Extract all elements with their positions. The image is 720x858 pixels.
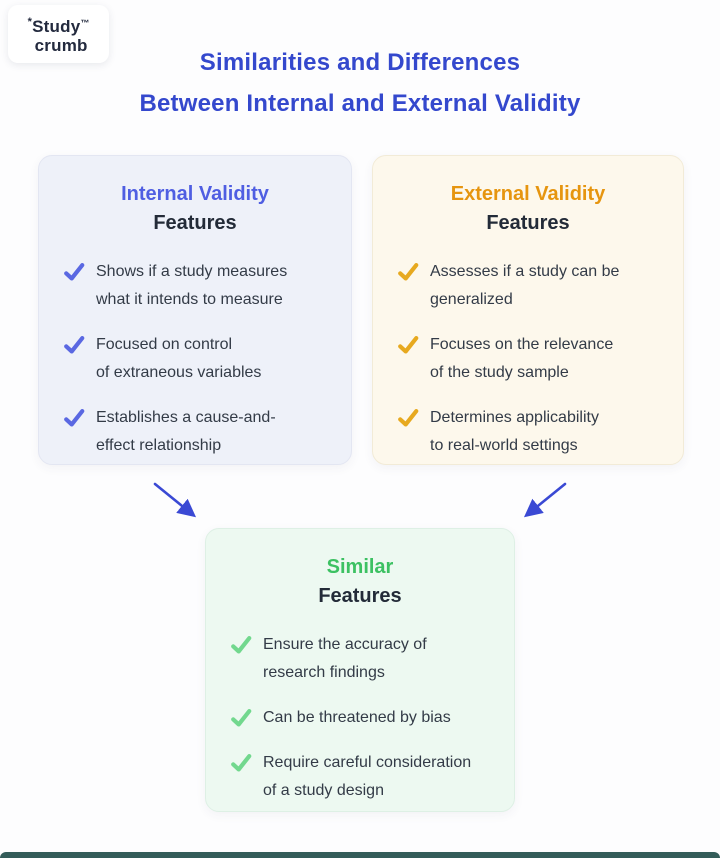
logo-word-study: Study — [32, 17, 81, 36]
item-line: effect relationship — [96, 437, 222, 454]
item-text: Ensure the accuracy of research findings — [263, 631, 427, 687]
item-line: of a study design — [263, 782, 384, 799]
item-line: what it intends to measure — [96, 291, 283, 308]
item-line: of extraneous variables — [96, 364, 262, 381]
item-line: generalized — [430, 291, 513, 308]
item-text: Shows if a study measures what it intend… — [96, 258, 287, 314]
item-line: Determines applicability — [430, 409, 599, 426]
item-line: Require careful consideration — [263, 754, 472, 771]
check-icon — [231, 754, 252, 772]
similar-features-card: Similar Features Ensure the accuracy of … — [205, 528, 515, 812]
similar-heading: Similar — [326, 556, 394, 578]
item-line: Focuses on the relevance — [430, 336, 614, 353]
check-icon — [231, 709, 252, 727]
item-text: Can be threatened by bias — [263, 704, 451, 732]
internal-validity-card: Internal Validity Features Shows if a st… — [38, 155, 352, 465]
list-item: Focuses on the relevance of the study sa… — [397, 331, 673, 387]
external-validity-heading: External Validity — [450, 183, 606, 205]
item-line: research findings — [263, 664, 385, 681]
page-title-line-2: Between Internal and External Validity — [139, 90, 581, 117]
item-line: Shows if a study measures — [96, 263, 288, 280]
check-icon — [64, 263, 85, 281]
item-line: Can be threatened by bias — [263, 709, 451, 726]
item-line: Assesses if a study can be — [430, 263, 620, 280]
item-text: Focused on control of extraneous variabl… — [96, 331, 261, 387]
list-item: Require careful consideration of a study… — [230, 749, 504, 805]
external-validity-subheading: Features — [486, 212, 570, 234]
list-item: Determines applicability to real-world s… — [397, 404, 673, 460]
logo-word-crumb: crumb — [34, 36, 88, 55]
list-item: Ensure the accuracy of research findings — [230, 631, 504, 687]
internal-validity-items: Shows if a study measures what it intend… — [39, 258, 351, 460]
item-text: Establishes a cause-and- effect relation… — [96, 404, 276, 460]
check-icon — [231, 636, 252, 654]
arrow-down-right-icon — [153, 482, 197, 518]
check-icon — [398, 409, 419, 427]
external-validity-card: External Validity Features Assesses if a… — [372, 155, 684, 465]
list-item: Shows if a study measures what it intend… — [63, 258, 341, 314]
item-line: Establishes a cause-and- — [96, 409, 276, 426]
check-icon — [398, 263, 419, 281]
item-text: Determines applicability to real-world s… — [430, 404, 599, 460]
list-item: Can be threatened by bias — [230, 704, 504, 732]
check-icon — [398, 336, 419, 354]
logo-line-1: *Study™ — [28, 13, 90, 36]
list-item: Establishes a cause-and- effect relation… — [63, 404, 341, 460]
item-text: Focuses on the relevance of the study sa… — [430, 331, 613, 387]
item-line: Focused on control — [96, 336, 233, 353]
check-icon — [64, 409, 85, 427]
check-icon — [64, 336, 85, 354]
list-item: Focused on control of extraneous variabl… — [63, 331, 341, 387]
item-line: of the study sample — [430, 364, 569, 381]
page-title: Similarities and Differences Between Int… — [0, 42, 720, 124]
list-item: Assesses if a study can be generalized — [397, 258, 673, 314]
similar-items: Ensure the accuracy of research findings… — [206, 631, 514, 805]
footer-bar — [0, 852, 720, 858]
external-validity-items: Assesses if a study can be generalized F… — [373, 258, 683, 460]
arrow-down-left-icon — [523, 482, 567, 518]
studycrumb-logo: *Study™ crumb — [8, 5, 109, 63]
internal-validity-heading: Internal Validity — [121, 183, 269, 205]
similar-subheading: Features — [318, 585, 402, 607]
internal-validity-subheading: Features — [153, 212, 237, 234]
item-line: to real-world settings — [430, 437, 578, 454]
logo-trademark: ™ — [80, 18, 90, 28]
studycrumb-logo-text: *Study™ crumb — [28, 13, 90, 55]
item-text: Assesses if a study can be generalized — [430, 258, 619, 314]
item-line: Ensure the accuracy of — [263, 636, 427, 653]
page-title-line-1: Similarities and Differences — [199, 49, 521, 76]
item-text: Require careful consideration of a study… — [263, 749, 471, 805]
logo-asterisk: * — [27, 16, 33, 28]
